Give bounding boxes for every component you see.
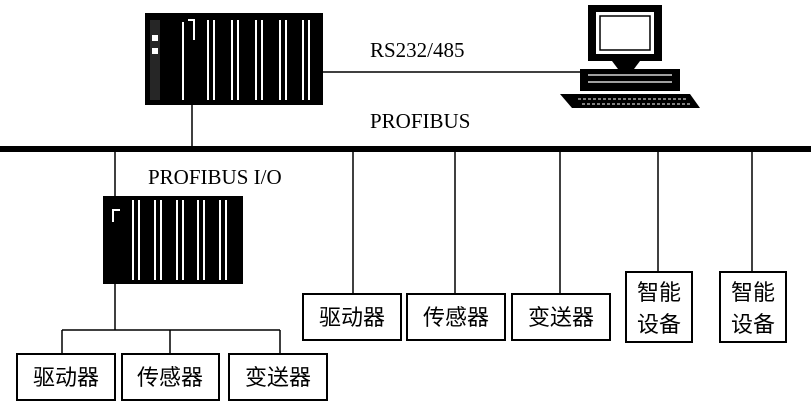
field-device-smart-1: 智能 设备 [626,272,692,342]
io-device-sensor-label: 传感器 [137,365,203,390]
field-device-transmitter-label: 变送器 [528,305,594,330]
field-device-smart-1-line1: 智能 [637,280,681,305]
field-device-sensor: 传感器 [407,294,505,340]
field-device-smart-2: 智能 设备 [720,272,786,342]
remote-io-rack [103,196,243,284]
plc-master-rack [145,13,323,105]
field-device-driver: 驱动器 [303,294,401,340]
main-bus-label: PROFIBUS [370,109,470,133]
field-device-transmitter: 变送器 [512,294,610,340]
io-device-transmitter-label: 变送器 [245,365,311,390]
io-device-driver-label: 驱动器 [33,365,99,390]
computer-icon [560,5,700,108]
io-bus-label: PROFIBUS I/O [148,165,282,189]
field-device-driver-label: 驱动器 [319,305,385,330]
io-device-sensor: 传感器 [122,354,219,400]
serial-link-label: RS232/485 [370,38,465,62]
field-device-smart-1-line2: 设备 [637,312,681,337]
field-device-sensor-label: 传感器 [423,305,489,330]
field-device-smart-2-line2: 设备 [731,312,775,337]
io-device-driver: 驱动器 [17,354,115,400]
field-device-smart-2-line1: 智能 [731,280,775,305]
io-device-transmitter: 变送器 [229,354,327,400]
